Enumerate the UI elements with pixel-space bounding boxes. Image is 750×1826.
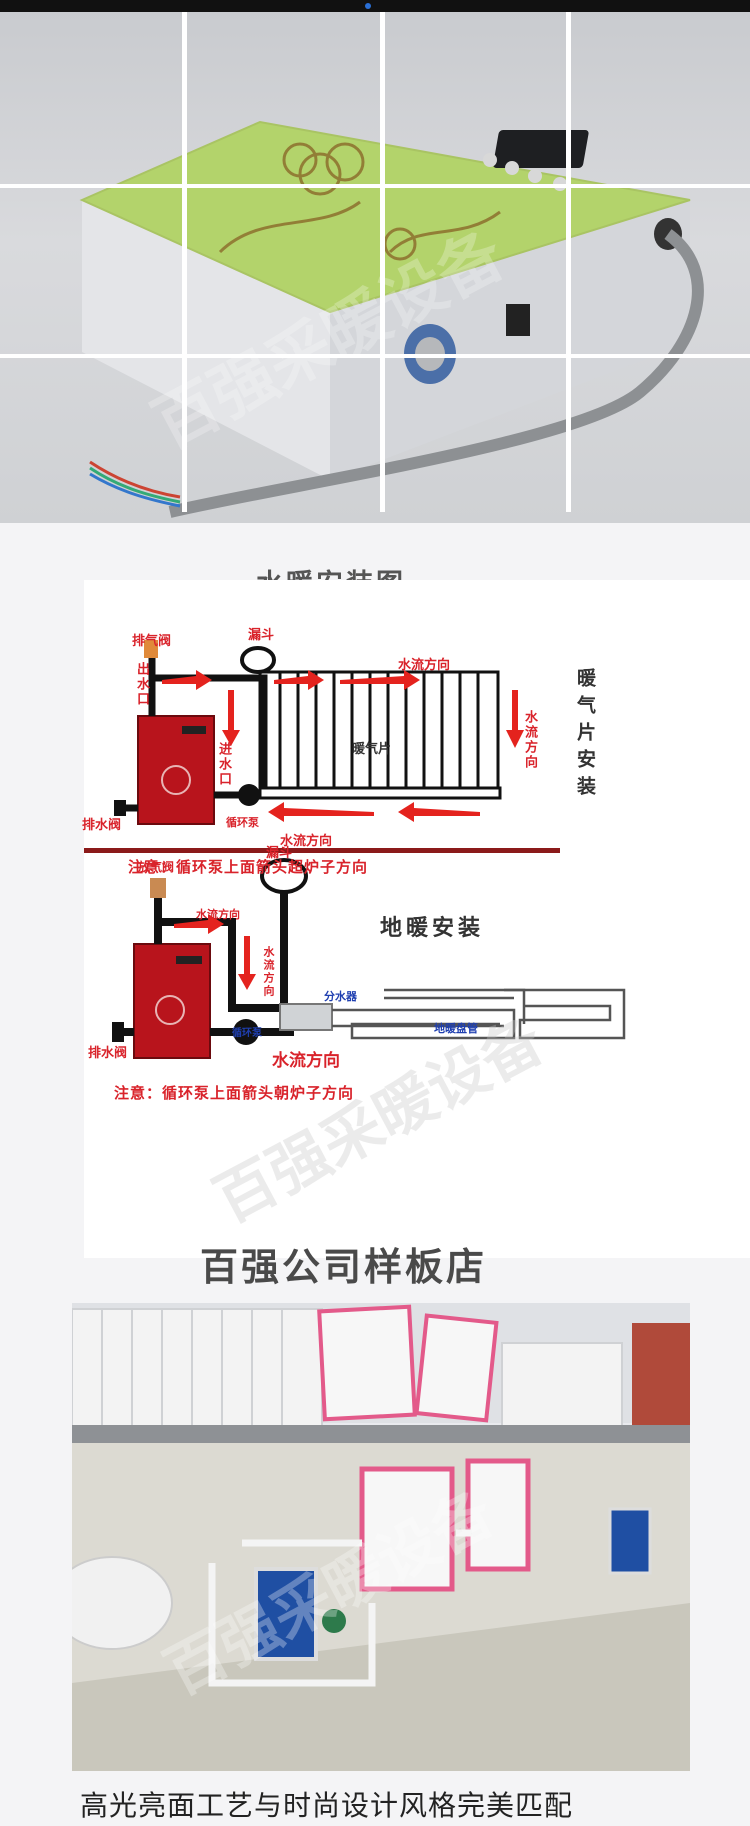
grid-line [380,12,385,512]
label-flow-direction-top: 水流方向 [398,658,451,673]
label-radiator-install: 暖气片安装 [574,668,596,803]
label-manifold: 分水器 [324,990,357,1003]
label-air-valve: 放气阀 [138,860,175,874]
label-floor-pipe: 地暖盘管 [434,1022,478,1035]
showroom-photo: 百强采暖设备 [72,1303,690,1771]
label-floor-flow-bottom: 水流方向 [272,1051,340,1071]
showroom-illustration: 百强采暖设备 [72,1303,690,1771]
label-floor-drain-valve: 排水阀 [88,1046,128,1061]
label-floor-pump: 循环泵 [232,1028,262,1039]
radiator-note: 注意：循环泵上面箭头超炉子方向 [128,858,369,876]
label-outlet: 出水口 [134,662,149,707]
label-flow-direction-right: 水流方向 [522,710,537,770]
label-flow-direction-bottom: 水流方向 [280,834,333,849]
piping-schematic: 百强采暖设备 [74,640,626,1237]
electric-boiler-illustration: 百强采暖设备 [79,120,704,518]
floor-note: 注意：循环泵上面箭头朝炉子方向 [114,1084,355,1102]
top-status-bar [0,0,750,12]
grid-line [0,354,750,358]
grid-line [182,12,187,512]
label-floor-flow-top: 水流方向 [196,908,240,921]
grid-line [566,12,571,512]
grid-line [0,184,750,188]
label-floor-funnel: 漏斗 [266,846,293,861]
label-floor-heating-install: 地暖安装 [380,915,485,941]
store-title: 百强公司样板店 [200,1245,488,1289]
label-inlet: 进水口 [216,742,231,787]
label-floor-flow-vertical: 水流方向 [262,946,275,998]
product-photo: 百强采暖设备 [0,12,750,523]
installation-diagram: 百强采暖设备 排气阀 漏斗 水流方向 出水口 进水口 暖气片 水流方向 排水阀 … [74,580,750,1258]
caption: 高光亮面工艺与时尚设计风格完美匹配 [80,1789,574,1822]
label-pump: 循环泵 [226,816,259,829]
label-vent-valve: 排气阀 [132,634,172,649]
camera-dot-icon [365,3,371,9]
svg-text:百强采暖设备: 百强采暖设备 [204,1005,556,1236]
label-drain-valve: 排水阀 [82,818,122,833]
label-funnel: 漏斗 [248,628,275,643]
label-radiator: 暖气片 [352,742,392,757]
